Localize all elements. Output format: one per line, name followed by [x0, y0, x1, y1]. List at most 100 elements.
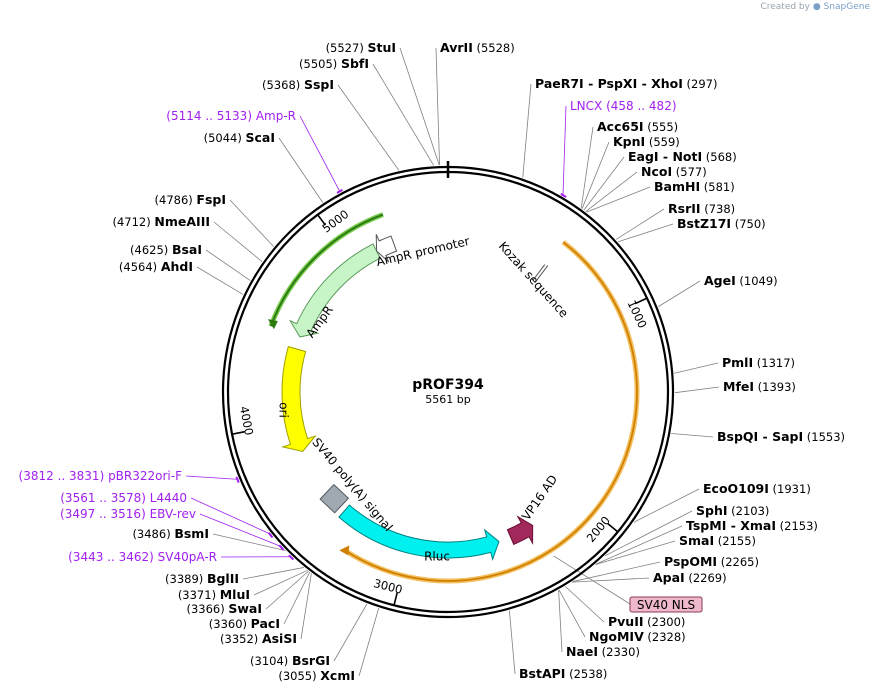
primer-label: (3497 .. 3516) EBV-rev	[60, 507, 196, 521]
leader-line	[185, 475, 239, 480]
ori-arrow	[280, 345, 317, 453]
tick-label: 4000	[237, 405, 256, 436]
plasmid-name: pROF394	[412, 377, 484, 393]
snapgene-credit: Created by ● SnapGene	[760, 2, 870, 12]
primer-label: (3812 .. 3831) pBR322ori-F	[19, 469, 183, 483]
primer-mark	[278, 544, 285, 551]
ebv-rev-primer: (3497 .. 3516) EBV-rev	[60, 507, 196, 521]
leader-line	[595, 525, 683, 565]
site-position: (4786)	[155, 193, 197, 207]
orange-arc	[342, 241, 638, 582]
site-label: EagI - NotI (568)	[628, 149, 737, 164]
site-position: (4564)	[119, 260, 161, 274]
site-position: (577)	[672, 165, 707, 179]
site-label: RsrII (738)	[668, 201, 735, 216]
site-position: (2103)	[728, 504, 770, 518]
site-enzyme: EagI - NotI	[628, 149, 702, 164]
site-enzyme: BspQI - SapI	[717, 429, 803, 444]
leader-line	[571, 577, 650, 583]
kozak-mark-second-line	[535, 265, 549, 282]
tick-mark	[607, 522, 619, 533]
leader-line	[196, 266, 244, 295]
leader-line	[674, 362, 719, 374]
site-enzyme: AgeI	[704, 273, 736, 288]
pbr322ori-f-primer: (3812 .. 3831) pBR322ori-F	[19, 469, 183, 483]
credit-prefix: Created by	[760, 2, 810, 12]
green-arc	[269, 213, 384, 327]
site-bsai: (4625) BsaI	[130, 242, 202, 257]
site-enzyme: TspMI - XmaI	[686, 518, 776, 533]
site-label: (3486) BsmI	[132, 526, 209, 541]
leader-line	[213, 221, 263, 262]
site-fspi: (4786) FspI	[155, 192, 226, 207]
leader-line	[595, 540, 676, 566]
site-position: (3389)	[165, 572, 207, 586]
rluc-arrow-label: Rluc	[424, 550, 450, 564]
site-position: (1049)	[736, 274, 778, 288]
site-label: SmaI (2155)	[679, 533, 756, 548]
site-avrii: AvrII (5528)	[440, 40, 515, 55]
site-position: (2538)	[565, 667, 607, 681]
site-label: (3360) PacI	[209, 616, 280, 631]
primer-range: (3497 .. 3516)	[60, 507, 150, 521]
site-position: (3055)	[278, 669, 320, 683]
site-label: BstAPI (2538)	[519, 666, 607, 681]
site-mfei: MfeI (1393)	[723, 379, 796, 394]
kozak-mark-label: Kozak sequence	[496, 239, 571, 320]
site-label: PvuII (2300)	[608, 614, 685, 629]
leader-line	[562, 105, 567, 197]
site-label: KpnI (559)	[613, 134, 680, 149]
leader-line	[212, 533, 286, 552]
site-enzyme: MluI	[220, 587, 250, 602]
site-position: (5527)	[326, 41, 368, 55]
primer-mark	[560, 192, 567, 198]
site-position: (297)	[683, 77, 718, 91]
leader-line	[615, 208, 665, 240]
site-position: (3104)	[250, 654, 292, 668]
tick-label: 3000	[372, 576, 404, 597]
site-enzyme: PspOMI	[664, 554, 717, 569]
site-label: AvrII (5528)	[440, 40, 515, 55]
leader-line	[605, 510, 693, 557]
leader-line	[658, 280, 701, 307]
site-position: (1317)	[753, 356, 795, 370]
orange-arc-arrowhead	[339, 545, 350, 556]
leader-line	[585, 171, 638, 212]
site-label: (5505) SbfI	[299, 56, 369, 71]
site-label: Acc65I (555)	[597, 119, 678, 134]
site-sbfi: (5505) SbfI	[299, 56, 369, 71]
site-bstz17i: BstZ17I (750)	[677, 216, 766, 231]
tick-mark	[393, 592, 398, 606]
leader-line	[671, 433, 714, 438]
tick-mark	[634, 297, 648, 305]
amp-r-arrow	[288, 243, 381, 338]
site-position: (2265)	[717, 555, 759, 569]
site-apai: ApaI (2269)	[653, 570, 727, 585]
site-enzyme: BstZ17I	[677, 216, 731, 231]
site-position: (2269)	[685, 571, 727, 585]
site-label: AgeI (1049)	[704, 273, 778, 288]
leader-line	[190, 497, 272, 535]
site-label: SphI (2103)	[696, 503, 769, 518]
leader-line	[580, 126, 594, 209]
primer-mark	[288, 554, 295, 561]
site-pvuii: PvuII (2300)	[608, 614, 685, 629]
primer-label: LNCX (458 .. 482)	[570, 99, 677, 113]
leader-line	[558, 590, 563, 653]
site-enzyme: EcoO109I	[703, 481, 769, 496]
site-position: (4625)	[130, 243, 172, 257]
amp-r-primer: (5114 .. 5133) Amp-R	[166, 109, 296, 123]
site-ecoo109i: EcoO109I (1931)	[703, 481, 811, 496]
site-sspi: (5368) SspI	[262, 77, 334, 92]
site-naei: NaeI (2330)	[566, 644, 640, 659]
site-swai: (3366) SwaI	[186, 601, 262, 616]
primer-mark	[267, 532, 274, 539]
leader-line	[205, 249, 251, 281]
site-position: (5368)	[262, 78, 304, 92]
site-position: (2300)	[644, 615, 686, 629]
site-enzyme: MfeI	[723, 379, 754, 394]
site-position: (738)	[701, 202, 736, 216]
tick-label: 1000	[625, 298, 650, 330]
